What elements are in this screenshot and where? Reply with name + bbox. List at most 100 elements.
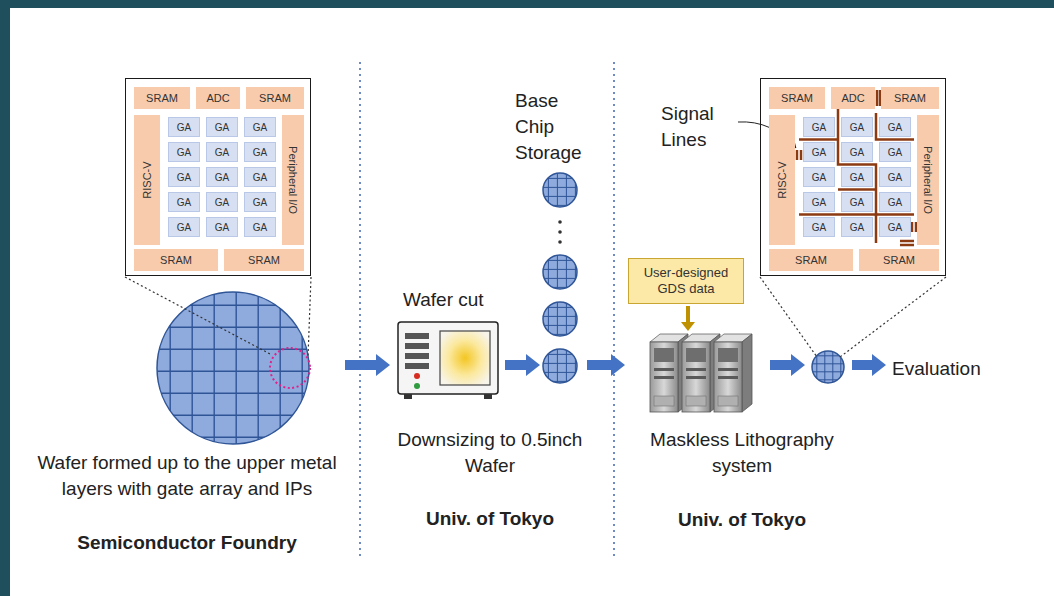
step-description: Downsizing to 0.5inch Wafer bbox=[372, 427, 608, 479]
wafer-disc bbox=[543, 349, 577, 383]
gate-array-cell: GA bbox=[803, 117, 835, 137]
label-text: Signal Lines bbox=[661, 103, 714, 150]
organization-name: Semiconductor Foundry bbox=[28, 530, 346, 556]
wafer-disc bbox=[543, 173, 577, 207]
peripheral-io-block: Peripheral I/O bbox=[282, 115, 304, 245]
wafer bbox=[543, 302, 577, 336]
block-label: GA bbox=[253, 172, 267, 183]
chip-highlight-circle bbox=[270, 348, 310, 388]
label-text: Wafer formed up to the upper metal layer… bbox=[37, 452, 336, 499]
block-label: SRAM bbox=[883, 254, 915, 266]
equipment-label: Maskless Lithography system bbox=[622, 427, 862, 479]
gate-array-cell: GA bbox=[841, 167, 873, 187]
gate-array-cell: GA bbox=[206, 142, 238, 162]
block-label: GA bbox=[850, 172, 864, 183]
sram-block: SRAM bbox=[881, 87, 939, 109]
sram-block: SRAM bbox=[134, 249, 218, 271]
block-label: ADC bbox=[206, 92, 229, 104]
gate-array-cell: GA bbox=[879, 192, 911, 212]
sram-block: SRAM bbox=[769, 87, 825, 109]
block-label: GA bbox=[253, 122, 267, 133]
gate-array-cell: GA bbox=[841, 142, 873, 162]
die-grid bbox=[543, 349, 577, 383]
wafers bbox=[157, 173, 844, 444]
gate-array-cell: GA bbox=[879, 167, 911, 187]
organization-name: Univ. of Tokyo bbox=[372, 506, 608, 532]
gate-array-cell: GA bbox=[206, 167, 238, 187]
block-label: SRAM bbox=[146, 92, 178, 104]
block-label: GA bbox=[850, 222, 864, 233]
label-text: Downsizing to 0.5inch Wafer bbox=[398, 429, 583, 476]
gate-array-cell: GA bbox=[168, 167, 200, 187]
sram-block: SRAM bbox=[859, 249, 939, 271]
chip-layout-inset: SRAMADCSRAMRISC-VGAGAGAGAGAGAGAGAGAGAGAG… bbox=[760, 78, 946, 276]
gate-array-cell: GA bbox=[168, 117, 200, 137]
gate-array-cell: GA bbox=[244, 167, 276, 187]
gate-array-cell: GA bbox=[244, 192, 276, 212]
gate-array-cell: GA bbox=[206, 117, 238, 137]
gds-input-arrow bbox=[681, 306, 695, 331]
block-label: SRAM bbox=[795, 254, 827, 266]
step-label: Evaluation bbox=[892, 356, 1012, 382]
block-label: SRAM bbox=[894, 92, 926, 104]
block-label: GA bbox=[215, 197, 229, 208]
block-label: GA bbox=[177, 147, 191, 158]
wafer-disc bbox=[812, 351, 844, 383]
block-label: SRAM bbox=[259, 92, 291, 104]
block-label: GA bbox=[850, 122, 864, 133]
storage-ellipsis bbox=[558, 220, 562, 244]
gate-array-cell: GA bbox=[168, 192, 200, 212]
block-label: GA bbox=[888, 122, 902, 133]
die-grid bbox=[543, 302, 577, 336]
die-grid bbox=[157, 292, 309, 444]
block-label: GA bbox=[812, 222, 826, 233]
block-label: GA bbox=[888, 197, 902, 208]
block-label: GA bbox=[812, 197, 826, 208]
block-label: GA bbox=[177, 197, 191, 208]
gate-array-cell: GA bbox=[841, 192, 873, 212]
wafer-disc bbox=[543, 302, 577, 336]
signal-lines bbox=[797, 90, 916, 245]
section-separators bbox=[360, 62, 614, 556]
block-label: GA bbox=[850, 197, 864, 208]
label-text: Maskless Lithography system bbox=[650, 429, 834, 476]
sram-block: SRAM bbox=[224, 249, 304, 271]
organization-name: Univ. of Tokyo bbox=[622, 507, 862, 533]
block-label: GA bbox=[888, 172, 902, 183]
gate-array-cell: GA bbox=[244, 117, 276, 137]
block-label: GA bbox=[253, 197, 267, 208]
gate-array-cell: GA bbox=[206, 217, 238, 237]
gate-array-cell: GA bbox=[879, 142, 911, 162]
wafer bbox=[543, 255, 577, 289]
block-label: GA bbox=[812, 172, 826, 183]
gate-array-cell: GA bbox=[841, 117, 873, 137]
gate-array-cell: GA bbox=[244, 142, 276, 162]
block-label: RISC-V bbox=[141, 161, 153, 198]
gate-array-cell: GA bbox=[206, 192, 238, 212]
block-label: GA bbox=[812, 147, 826, 158]
block-label: GA bbox=[888, 147, 902, 158]
block-label: GA bbox=[215, 147, 229, 158]
adc-block: ADC bbox=[196, 87, 240, 109]
maskless-lithography-machines bbox=[650, 334, 752, 412]
block-label: GA bbox=[177, 222, 191, 233]
block-label: GA bbox=[253, 147, 267, 158]
step-label: Wafer cut bbox=[403, 287, 503, 313]
die-grid bbox=[543, 173, 577, 207]
riscv-core: RISC-V bbox=[134, 115, 160, 245]
adc-block: ADC bbox=[831, 87, 875, 109]
wafer-disc bbox=[157, 292, 309, 444]
label-text: Base Chip Storage bbox=[515, 90, 582, 163]
gds-data-box: User-designed GDS data bbox=[628, 258, 744, 304]
block-label: Peripheral I/O bbox=[287, 146, 299, 214]
chip-layout-inset: SRAM ADC SRAM RISC-V GA GA GA GA GA GA GA GA GA GA GA G… bbox=[125, 78, 311, 276]
label-text: Univ. of Tokyo bbox=[678, 509, 806, 530]
label-text: Wafer cut bbox=[403, 289, 484, 310]
peripheral-io-block: Peripheral I/O bbox=[917, 115, 939, 245]
block-label: GA bbox=[888, 222, 902, 233]
wafer bbox=[157, 292, 309, 444]
block-label: GA bbox=[215, 172, 229, 183]
label-text: Univ. of Tokyo bbox=[426, 508, 554, 529]
slide-left-band bbox=[0, 0, 10, 596]
gate-array-cell: GA bbox=[803, 142, 835, 162]
